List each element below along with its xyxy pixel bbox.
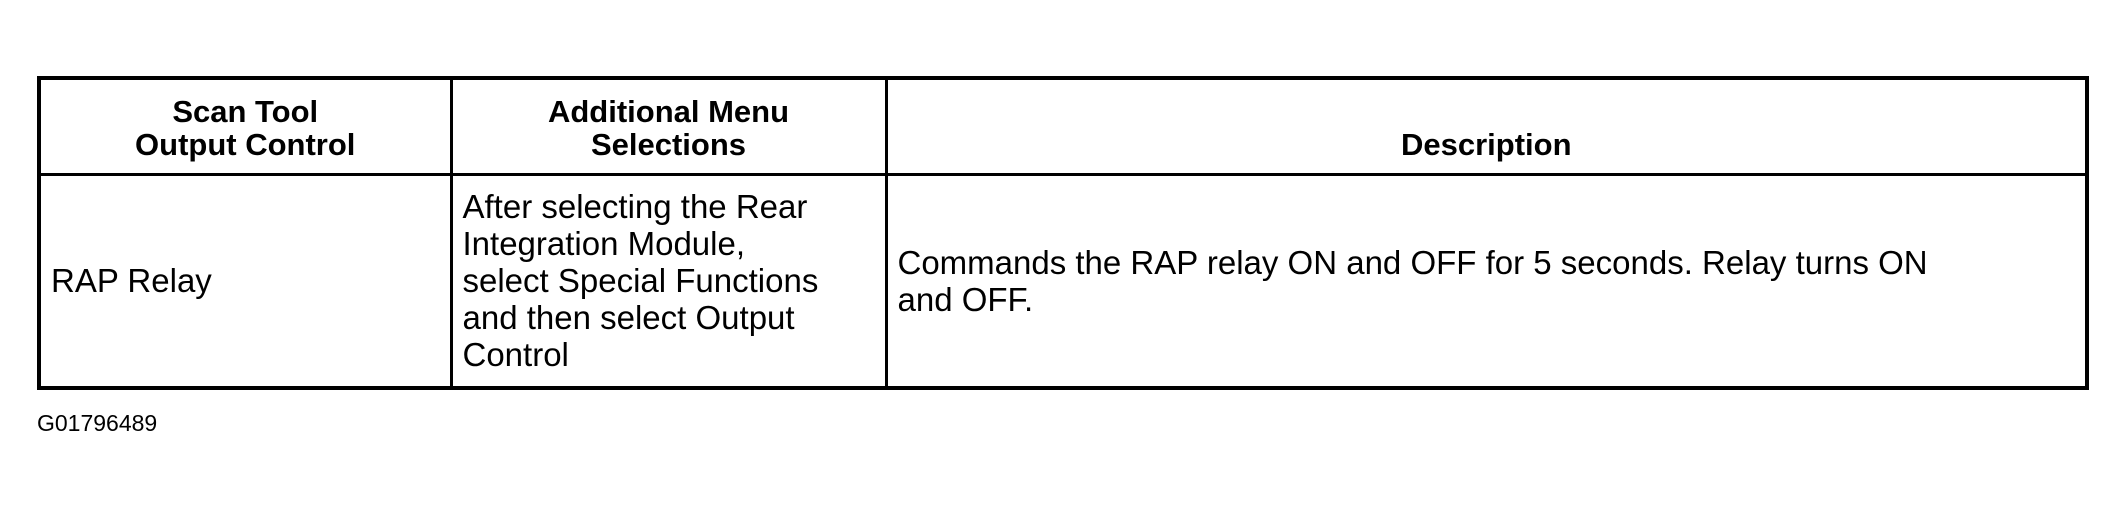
- cell-description: Commands the RAP relay ON and OFF for 5 …: [884, 172, 2089, 390]
- cell-line: Control: [462, 336, 569, 374]
- header-line: Selections: [590, 126, 747, 162]
- header-scan-tool-output-control: Scan Tool Output Control: [37, 76, 453, 176]
- header-line: Scan Tool: [172, 93, 319, 129]
- cell-output-control: RAP Relay: [37, 172, 453, 390]
- header-additional-menu-selections: Additional Menu Selections: [449, 76, 888, 176]
- cell-line: Integration Module,: [462, 225, 746, 263]
- table-row: RAP Relay After selecting the Rear Integ…: [37, 172, 2089, 390]
- figure-id: G01796489: [37, 410, 158, 436]
- cell-line: After selecting the Rear: [462, 188, 808, 226]
- header-description: Description: [884, 76, 2089, 176]
- cell-line: select Special Functions: [462, 262, 819, 300]
- header-line: Additional Menu: [547, 93, 790, 129]
- cell-line: Commands the RAP relay ON and OFF for 5 …: [897, 243, 1928, 281]
- cell-line: and OFF.: [897, 280, 1034, 318]
- cell-line: and then select Output: [462, 299, 795, 337]
- table-header-row: Scan Tool Output Control Additional Menu…: [37, 76, 2089, 176]
- output-control-table: Scan Tool Output Control Additional Menu…: [37, 76, 2089, 390]
- header-line: Description: [1400, 126, 1572, 162]
- header-line: Output Control: [135, 126, 356, 162]
- cell-menu-selections: After selecting the Rear Integration Mod…: [449, 172, 888, 390]
